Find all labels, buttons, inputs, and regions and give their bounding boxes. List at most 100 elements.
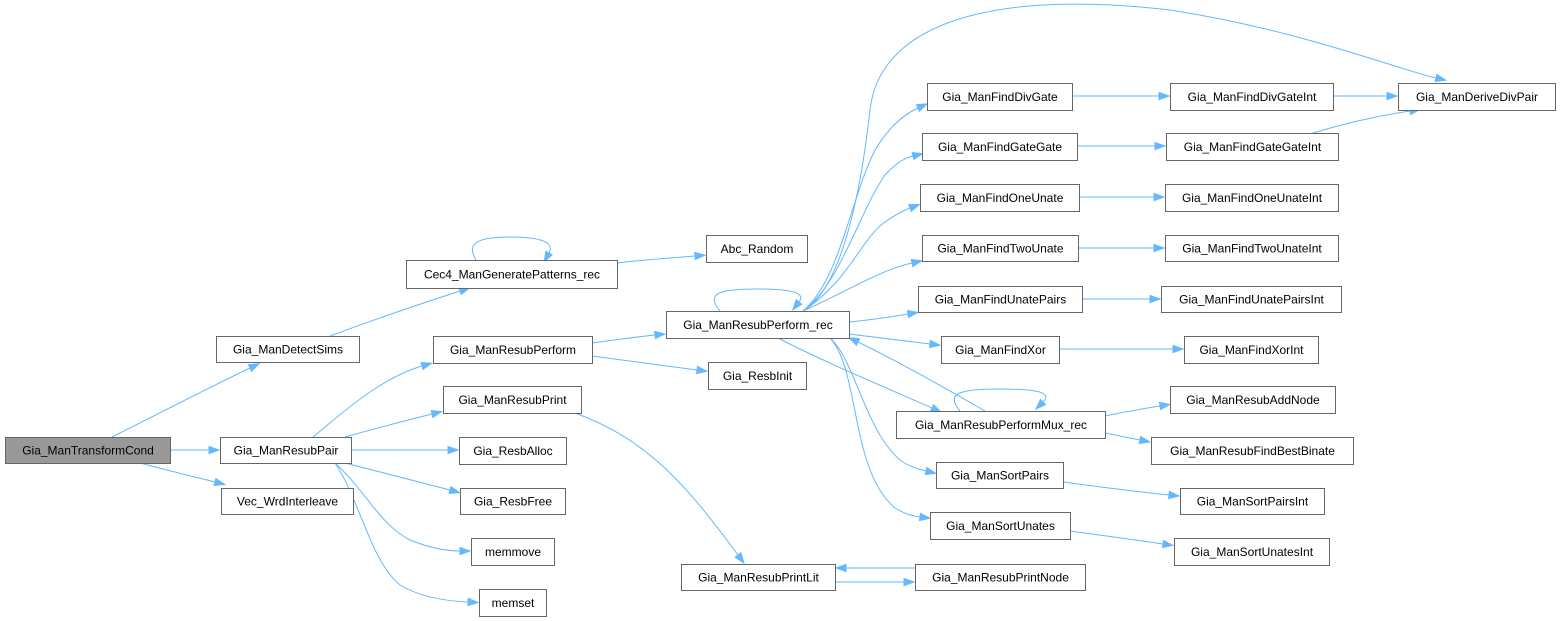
node-label: Gia_ManFindDivGate — [942, 90, 1058, 104]
node-box[interactable] — [1174, 538, 1330, 566]
node-findtwounateint[interactable]: Gia_ManFindTwoUnateInt — [1165, 235, 1339, 262]
node-box[interactable] — [5, 437, 171, 464]
edge-finddivgate-to-finddivgateint — [1072, 91, 1171, 101]
edge-arrowhead — [910, 258, 924, 268]
node-resubperform[interactable]: Gia_ManResubPerform — [433, 336, 593, 364]
node-box[interactable] — [221, 488, 354, 515]
node-findtwounate[interactable]: Gia_ManFindTwoUnate — [922, 235, 1079, 262]
node-label: Gia_ManFindXor — [955, 343, 1046, 357]
node-resubpair[interactable]: Gia_ManResubPair — [220, 437, 352, 464]
edge-line — [857, 341, 986, 412]
node-resbinit[interactable]: Gia_ResbInit — [708, 362, 807, 390]
node-label: Gia_ManFindDivGateInt — [1188, 90, 1317, 104]
node-printnode[interactable]: Gia_ManResubPrintNode — [915, 564, 1086, 591]
node-box[interactable] — [681, 564, 836, 591]
edge-performrec-to-sortpairs — [829, 337, 938, 476]
node-performmux[interactable]: Gia_ManResubPerformMux_rec — [896, 411, 1106, 439]
node-cec4[interactable]: Cec4_ManGeneratePatterns_rec — [406, 260, 618, 289]
node-findunatepairsint[interactable]: Gia_ManFindUnatePairsInt — [1161, 286, 1342, 313]
node-box[interactable] — [1180, 488, 1325, 515]
node-box[interactable] — [1170, 83, 1334, 111]
edge-line — [802, 262, 913, 312]
node-box[interactable] — [1166, 133, 1339, 161]
node-box[interactable] — [1184, 336, 1319, 364]
node-box[interactable] — [927, 83, 1073, 111]
node-box[interactable] — [1165, 184, 1339, 212]
node-box[interactable] — [216, 336, 360, 363]
node-resbfree[interactable]: Gia_ResbFree — [460, 488, 566, 515]
node-abcrandom[interactable]: Abc_Random — [706, 235, 808, 263]
node-box[interactable] — [936, 462, 1064, 489]
edge-line — [344, 462, 451, 491]
node-sortpairsint[interactable]: Gia_ManSortPairsInt — [1180, 488, 1325, 515]
node-findunatepairs[interactable]: Gia_ManFindUnatePairs — [918, 286, 1083, 313]
node-box[interactable] — [922, 133, 1078, 161]
node-box[interactable] — [896, 411, 1106, 439]
edge-performmux-to-findbestbinate — [1104, 432, 1152, 445]
node-label: Vec_WrdInterleave — [237, 495, 338, 509]
node-finddivgate[interactable]: Gia_ManFindDivGate — [927, 83, 1073, 111]
edge-arrowhead — [208, 445, 221, 455]
node-box[interactable] — [1165, 235, 1339, 262]
node-box[interactable] — [1161, 286, 1342, 313]
node-box[interactable] — [930, 512, 1071, 540]
node-label: Gia_ManResubPrintLit — [698, 571, 819, 585]
node-box[interactable] — [443, 386, 582, 414]
edge-arrowhead — [924, 466, 938, 476]
edge-arrowhead — [929, 403, 943, 413]
node-addnode[interactable]: Gia_ManResubAddNode — [1170, 386, 1336, 414]
node-sortunatesint[interactable]: Gia_ManSortUnatesInt — [1174, 538, 1330, 566]
node-box[interactable] — [1170, 386, 1336, 414]
edge-transform-to-vecwrd — [139, 462, 227, 487]
edge-findgategate-to-findgategateint — [1077, 141, 1167, 151]
node-box[interactable] — [706, 235, 808, 263]
edge-arrowhead — [695, 365, 709, 375]
node-box[interactable] — [920, 184, 1080, 212]
node-box[interactable] — [941, 336, 1060, 364]
node-findgategate[interactable]: Gia_ManFindGateGate — [922, 133, 1078, 161]
node-label: Gia_ManFindUnatePairsInt — [1179, 293, 1324, 307]
node-box[interactable] — [406, 260, 618, 289]
edge-line — [329, 290, 461, 337]
node-findgategateint[interactable]: Gia_ManFindGateGateInt — [1166, 133, 1339, 161]
node-vecwrd[interactable]: Vec_WrdInterleave — [221, 488, 354, 515]
edge-line — [312, 365, 423, 438]
node-performrec[interactable]: Gia_ManResubPerform_rec — [666, 311, 850, 339]
edge-resubprint-to-printlit — [574, 412, 745, 565]
node-findxorint[interactable]: Gia_ManFindXorInt — [1184, 336, 1319, 364]
node-box[interactable] — [666, 311, 850, 339]
edge-line — [334, 462, 461, 552]
node-printlit[interactable]: Gia_ManResubPrintLit — [681, 564, 836, 591]
node-resballoc[interactable]: Gia_ResbAlloc — [459, 437, 567, 465]
node-derivedivpair[interactable]: Gia_ManDeriveDivPair — [1398, 83, 1556, 111]
node-findbestbinate[interactable]: Gia_ManResubFindBestBinate — [1151, 437, 1354, 465]
node-sortunates[interactable]: Gia_ManSortUnates — [930, 512, 1071, 540]
node-detectsims[interactable]: Gia_ManDetectSims — [216, 336, 360, 363]
edge-arrowhead — [447, 445, 460, 455]
node-box[interactable] — [460, 488, 566, 515]
node-label: Gia_ResbFree — [474, 495, 552, 509]
node-box[interactable] — [471, 538, 555, 566]
node-memset[interactable]: memset — [479, 589, 547, 617]
node-box[interactable] — [918, 286, 1083, 313]
node-box[interactable] — [433, 336, 593, 364]
node-box[interactable] — [1398, 83, 1556, 111]
node-box[interactable] — [915, 564, 1086, 591]
edge-printlit-to-printnode — [835, 577, 916, 587]
node-sortpairs[interactable]: Gia_ManSortPairs — [936, 462, 1064, 489]
edge-arrowhead — [247, 363, 261, 373]
node-box[interactable] — [922, 235, 1079, 262]
node-box[interactable] — [459, 437, 567, 465]
node-resubprint[interactable]: Gia_ManResubPrint — [443, 386, 582, 414]
node-box[interactable] — [479, 589, 547, 617]
node-findxor[interactable]: Gia_ManFindXor — [941, 336, 1060, 364]
node-memmove[interactable]: memmove — [471, 538, 555, 566]
node-finddivgateint[interactable]: Gia_ManFindDivGateInt — [1170, 83, 1334, 111]
node-findoneunate[interactable]: Gia_ManFindOneUnate — [920, 184, 1080, 212]
node-box[interactable] — [708, 362, 807, 390]
node-findoneunateint[interactable]: Gia_ManFindOneUnateInt — [1165, 184, 1339, 212]
node-box[interactable] — [1151, 437, 1354, 465]
node-box[interactable] — [220, 437, 352, 464]
edge-arrowhead — [1034, 398, 1047, 411]
node-transform[interactable]: Gia_ManTransformCond — [5, 437, 171, 464]
